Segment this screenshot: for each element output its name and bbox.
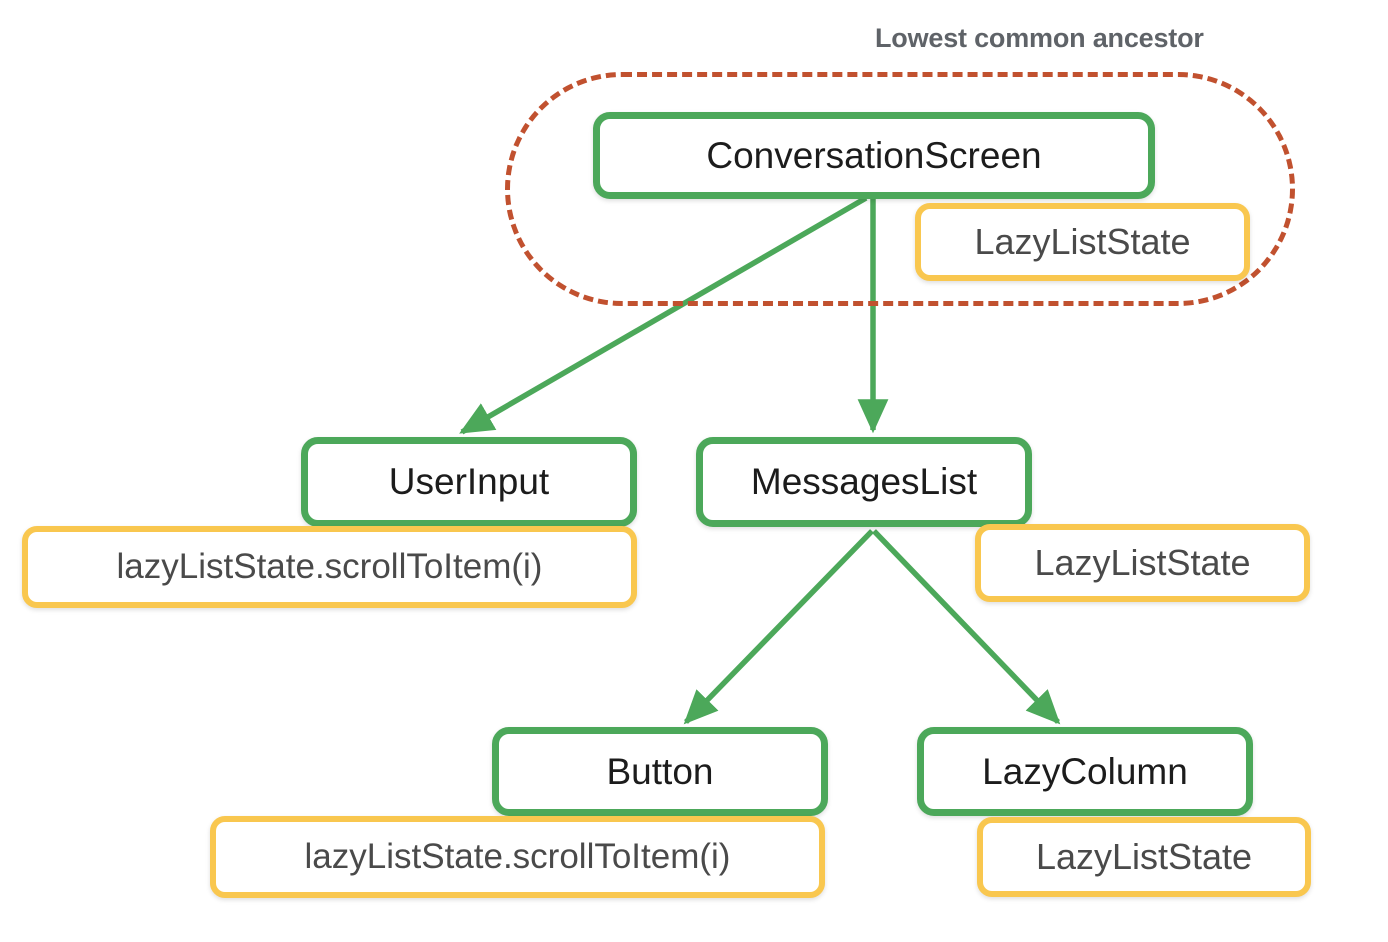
state-button-scrolltoitem[interactable]: lazyListState.scrollToItem(i) — [210, 816, 825, 898]
node-lazycolumn-label: LazyColumn — [982, 750, 1188, 792]
state-lazycolumn-lazyliststate[interactable]: LazyListState — [977, 817, 1311, 897]
state-messageslist-lazyliststate[interactable]: LazyListState — [975, 524, 1310, 602]
state-conversationscreen-lazyliststate-label: LazyListState — [974, 221, 1191, 262]
lowest-common-ancestor-label: Lowest common ancestor — [875, 23, 1204, 53]
state-conversationscreen-lazyliststate[interactable]: LazyListState — [915, 203, 1250, 281]
node-userinput-label: UserInput — [388, 461, 550, 502]
state-messageslist-lazyliststate-label: LazyListState — [1034, 542, 1251, 583]
node-conversationscreen[interactable]: ConversationScreen — [593, 112, 1155, 199]
state-userinput-scrolltoitem[interactable]: lazyListState.scrollToItem(i) — [22, 526, 637, 608]
node-button[interactable]: Button — [492, 727, 828, 816]
state-userinput-scrolltoitem-label: lazyListState.scrollToItem(i) — [116, 547, 543, 586]
node-userinput[interactable]: UserInput — [301, 437, 637, 527]
node-messageslist-label: MessagesList — [750, 461, 978, 502]
node-lazycolumn[interactable]: LazyColumn — [917, 727, 1253, 816]
state-button-scrolltoitem-label: lazyListState.scrollToItem(i) — [304, 837, 731, 876]
lowest-common-ancestor-region — [505, 72, 1295, 306]
node-button-label: Button — [606, 750, 714, 792]
node-messageslist[interactable]: MessagesList — [696, 437, 1032, 527]
node-conversationscreen-label: ConversationScreen — [706, 134, 1042, 176]
edge-messageslist-to-button — [683, 529, 874, 725]
state-lazycolumn-lazyliststate-label: LazyListState — [1035, 836, 1253, 877]
